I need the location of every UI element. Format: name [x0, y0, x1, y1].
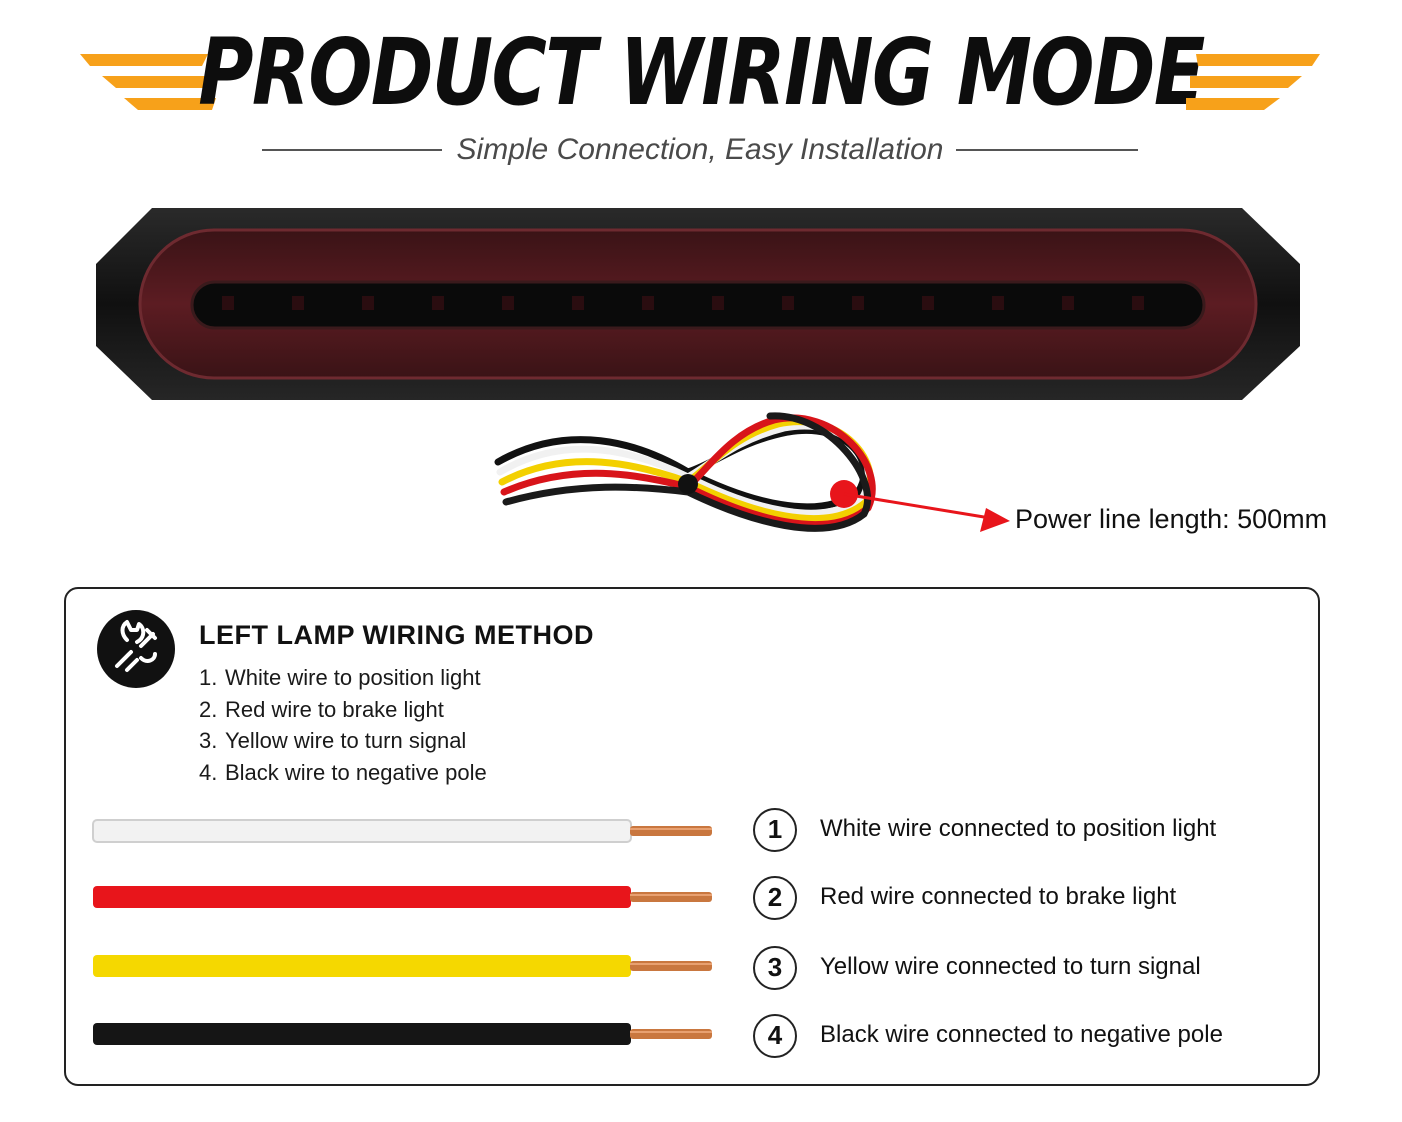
orange-stripes-left-icon [80, 54, 216, 110]
list-item: 3.Yellow wire to turn signal [199, 728, 467, 753]
white-wire-description: White wire connected to position light [820, 815, 1217, 842]
black-wire-description: Black wire connected to negative pole [820, 1021, 1223, 1048]
wiring-method-title: LEFT LAMP WIRING METHOD [199, 620, 594, 650]
power-line-length-label: Power line length: 500mm [1015, 504, 1328, 534]
yellow-wire-description: Yellow wire connected to turn signal [820, 953, 1201, 980]
black-wire-image [93, 1023, 712, 1045]
list-item: 4.Black wire to negative pole [199, 759, 487, 785]
red-wire-image [93, 886, 712, 908]
orange-stripes-right-icon [1186, 54, 1320, 110]
subtitle-row: Simple Connection, Easy Installation [262, 128, 1138, 172]
number-badge-1: 1 [753, 808, 797, 852]
number-badge-2: 2 [753, 876, 797, 920]
subtitle-divider-left [262, 149, 442, 151]
number-badge-3: 3 [753, 946, 797, 990]
tail-lamp-image [96, 208, 1300, 400]
yellow-wire-image [93, 955, 712, 977]
wire-harness-image [494, 412, 876, 532]
page-title: PRODUCT WIRING MODE [198, 19, 1205, 126]
number-badge-4: 4 [753, 1014, 797, 1058]
list-item: 2.Red wire to brake light [199, 696, 444, 722]
wiring-steps-list: 1.White wire to position light 2.Red wir… [199, 662, 487, 788]
wrench-plug-icon [97, 610, 175, 688]
pointer-arrow-icon [830, 480, 1010, 532]
page-subtitle: Simple Connection, Easy Installation [262, 128, 1138, 172]
red-wire-description: Red wire connected to brake light [820, 883, 1177, 910]
white-wire-image [92, 819, 712, 843]
list-item: 1.White wire to position light [199, 665, 481, 690]
subtitle-divider-right [956, 149, 1138, 151]
